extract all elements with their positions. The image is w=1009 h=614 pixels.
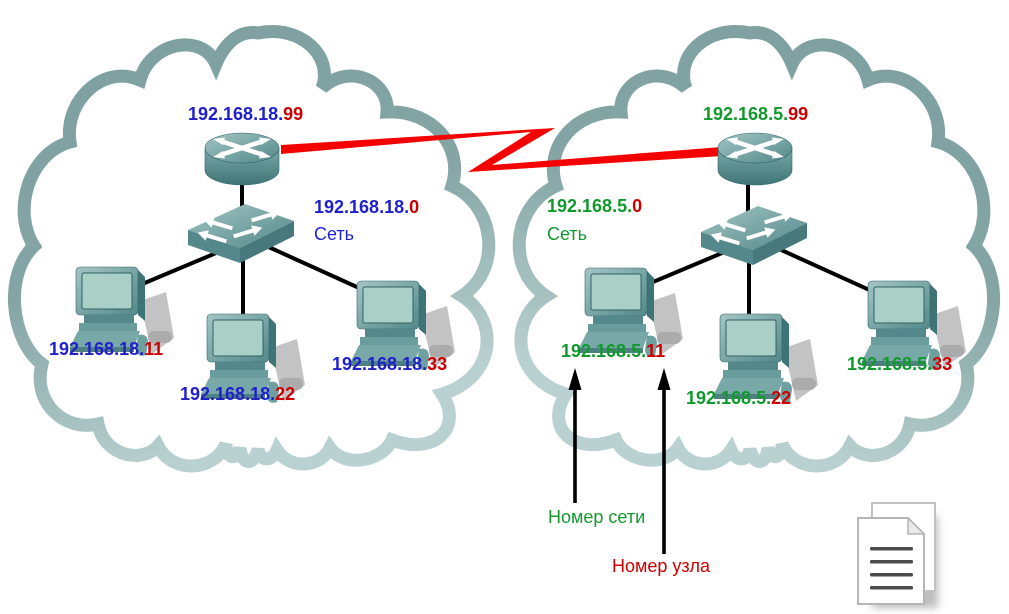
host-ip-label-right-3: 192.168.5.33 <box>847 355 952 374</box>
network-part: 192.168.18. <box>49 339 145 359</box>
node-part: 22 <box>275 384 296 404</box>
router-ip-label-right: 192.168.5.99 <box>703 105 808 124</box>
network-part: 192.168.18. <box>332 354 428 374</box>
node-part: 0 <box>409 197 420 217</box>
network-part: 192.168.5. <box>703 104 789 124</box>
node-number-arrow <box>657 368 671 554</box>
network-part: 192.168.18. <box>314 197 410 217</box>
host-ip-label-left-2: 192.168.18.22 <box>180 385 295 404</box>
node-number-annotation: Номер узла <box>612 556 710 576</box>
network-part: 192.168.18. <box>180 384 276 404</box>
network-address-label-left: 192.168.18.0 <box>314 198 419 217</box>
network-word-right: Сеть <box>547 224 588 244</box>
node-part: 22 <box>771 388 792 408</box>
network-part: 192.168.5. <box>847 354 933 374</box>
network-number-arrow <box>568 368 582 503</box>
network-part: 192.168.18. <box>188 104 284 124</box>
router-icon-left <box>205 133 279 185</box>
node-part: 99 <box>283 104 304 124</box>
host-ip-label-left-1: 192.168.18.11 <box>49 340 163 359</box>
router-icon-right <box>718 133 792 185</box>
router-ip-label-left: 192.168.18.99 <box>188 105 303 124</box>
lightning-link-icon <box>281 128 722 172</box>
network-part: 192.168.5. <box>547 196 633 216</box>
network-number-annotation: Номер сети <box>548 507 646 527</box>
node-part: 11 <box>646 341 666 361</box>
network-address-label-right: 192.168.5.0 <box>547 197 642 216</box>
node-part: 33 <box>427 354 448 374</box>
node-part: 33 <box>932 354 953 374</box>
host-ip-label-right-2: 192.168.5.22 <box>686 389 791 408</box>
document-icon <box>858 503 938 608</box>
host-ip-label-left-3: 192.168.18.33 <box>332 355 447 374</box>
host-ip-label-right-1: 192.168.5.11 <box>561 342 665 361</box>
node-part: 0 <box>632 196 643 216</box>
node-part: 11 <box>144 339 164 359</box>
node-part: 99 <box>788 104 809 124</box>
network-word-left: Сеть <box>314 224 355 244</box>
network-part: 192.168.5. <box>561 341 647 361</box>
network-part: 192.168.5. <box>686 388 772 408</box>
